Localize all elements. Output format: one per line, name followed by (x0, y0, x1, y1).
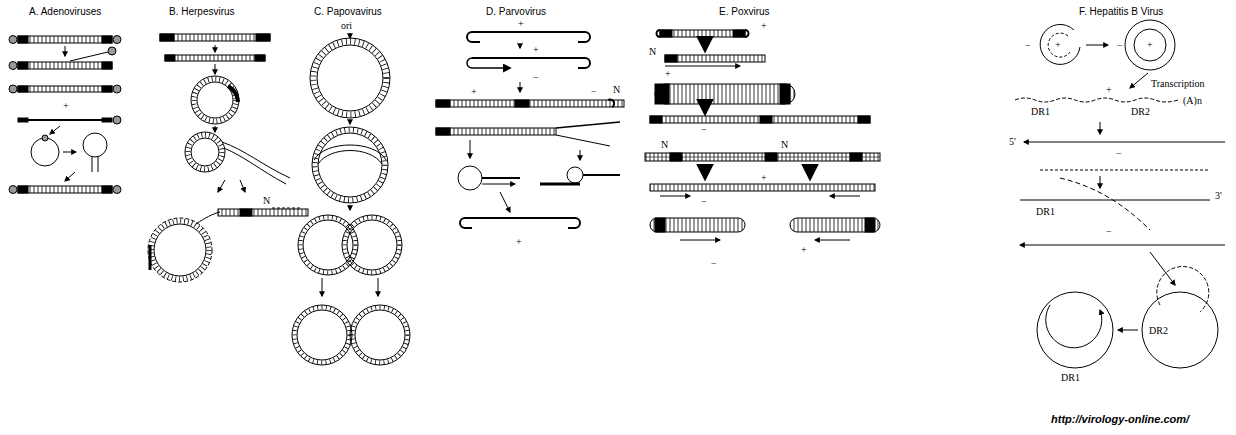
strand-label: + (515, 236, 523, 247)
panel-title: B. Herpesvirus (168, 6, 236, 17)
strand-label: − (1115, 148, 1123, 159)
strand-label: − (1024, 40, 1032, 51)
panel-title: A. Adenoviruses (28, 6, 102, 17)
strand-label: + (517, 18, 525, 29)
strand-label: N (262, 195, 271, 206)
strand-label: + (1054, 39, 1062, 50)
strand-label: N (780, 139, 789, 150)
strand-label: − (700, 124, 708, 135)
strand-label: + (760, 172, 768, 183)
panel-title: C. Papovavirus (313, 6, 383, 17)
strand-label: ori (340, 20, 353, 31)
strand-label: + (664, 68, 672, 79)
strand-label: − (590, 86, 598, 97)
panel-title: E. Poxvirus (718, 6, 771, 17)
strand-label: + (532, 44, 540, 55)
strand-label: + (470, 86, 478, 97)
strand-label: − (532, 72, 540, 83)
strand-label: DR1 (1030, 106, 1051, 117)
strand-label: + (760, 20, 768, 31)
strand-label: 3' (1214, 190, 1223, 201)
strand-label: N (648, 46, 657, 57)
strand-label: (A)n (1182, 95, 1203, 106)
strand-label: + (1105, 84, 1113, 95)
strand-label: − (710, 258, 718, 269)
strand-label: DR1 (1035, 206, 1056, 217)
strand-label: N (612, 84, 621, 95)
strand-label: DR2 (1130, 106, 1151, 117)
strand-label: − (1105, 226, 1113, 237)
panel-title: F. Hepatitis B Virus (1078, 6, 1164, 17)
strand-label: Transcription (1150, 78, 1206, 89)
strand-label: DR1 (1060, 372, 1081, 383)
strand-label: N (660, 139, 669, 150)
strand-label: + (1146, 39, 1154, 50)
strand-label: + (62, 100, 70, 111)
strand-label: − (700, 196, 708, 207)
strand-label: DR2 (1148, 325, 1169, 336)
source-url: http://virology-online.com/ (1050, 414, 1190, 425)
strand-label: 5' (1008, 136, 1017, 147)
panel-title: D. Parvovirus (485, 6, 547, 17)
strand-label: − (1116, 40, 1124, 51)
strand-label: + (800, 244, 808, 255)
